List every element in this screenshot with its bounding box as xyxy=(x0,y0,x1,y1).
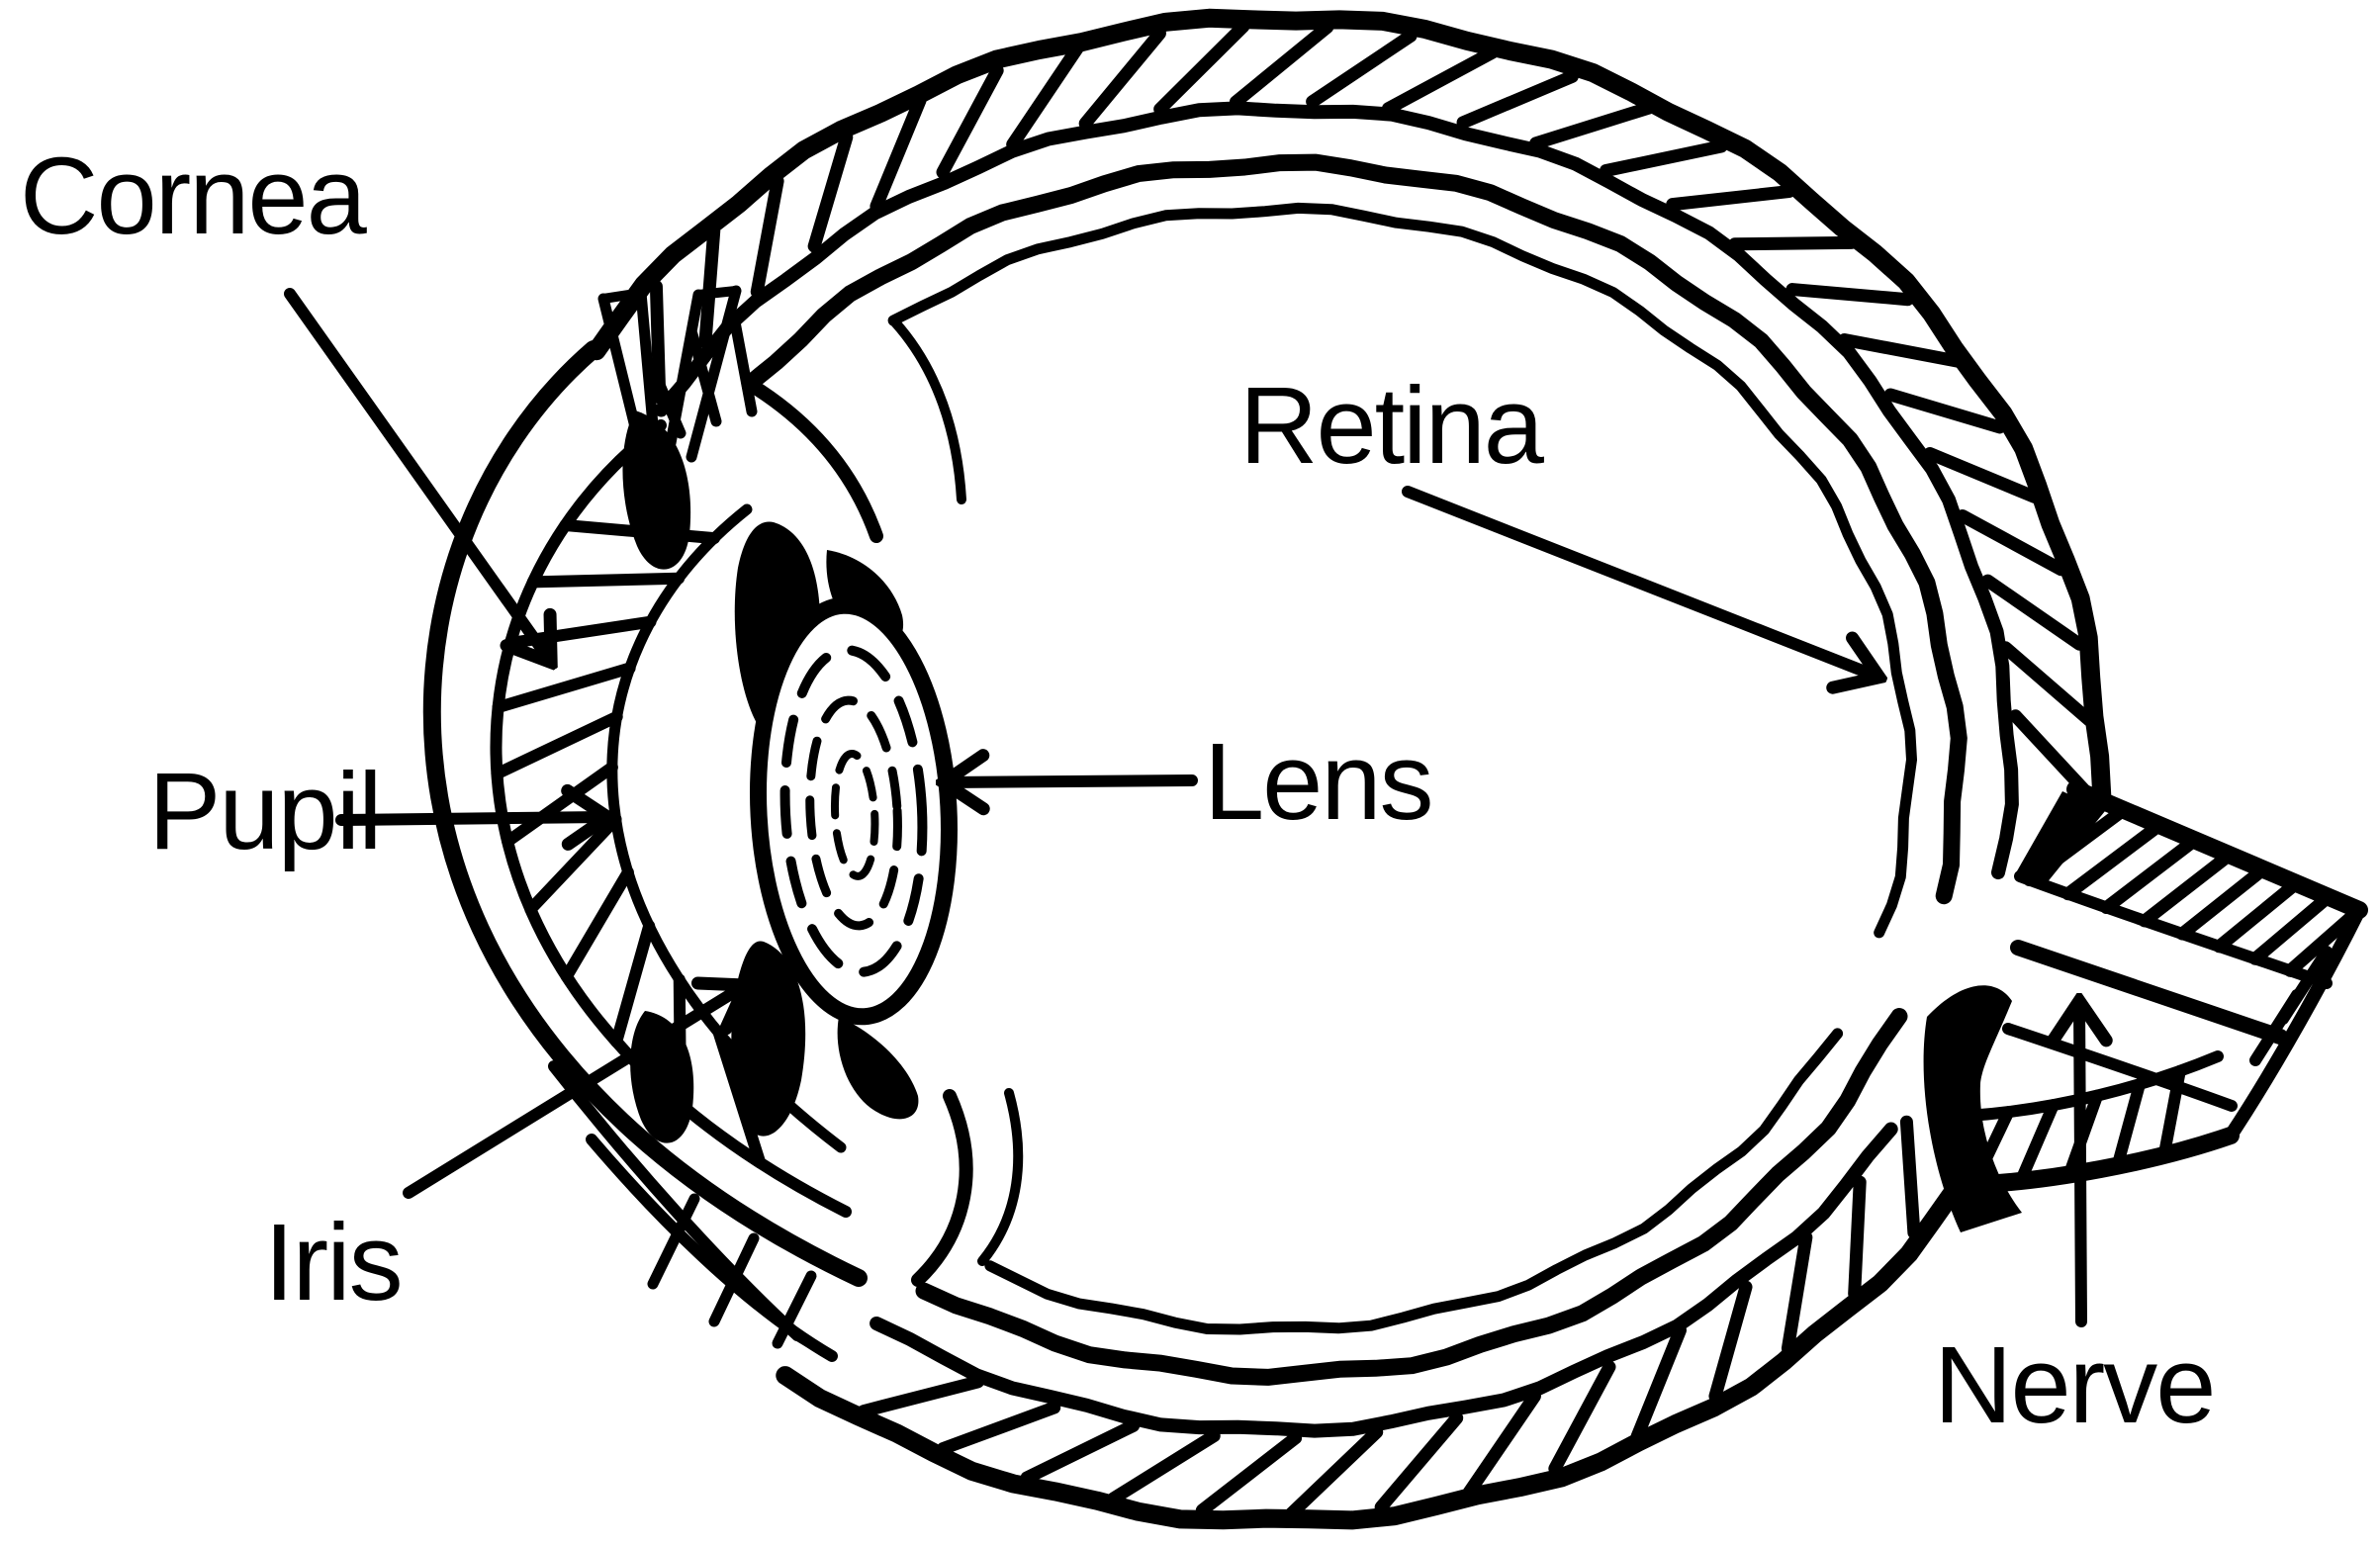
nerve-label: Nerve xyxy=(1934,1324,2214,1446)
cornea-arrow xyxy=(284,288,550,661)
annotation-iris: Iris xyxy=(264,986,744,1323)
pupil-label: Pupil xyxy=(148,751,381,872)
pupil-arrow xyxy=(335,817,605,820)
lens-arrow xyxy=(946,780,1198,782)
annotation-cornea: Cornea xyxy=(20,136,550,661)
iris-label: Iris xyxy=(264,1202,402,1323)
annotation-nerve: Nerve xyxy=(1934,1003,2216,1446)
retina-label: Retina xyxy=(1239,365,1545,487)
annotation-pupil: Pupil xyxy=(148,751,605,872)
lens-label: Lens xyxy=(1204,721,1432,843)
iris-arrow xyxy=(403,986,744,1199)
annotation-lens: Lens xyxy=(946,721,1434,843)
annotation-retina: Retina xyxy=(1239,365,1877,677)
nerve-arrow xyxy=(2079,1003,2081,1327)
cornea-label: Cornea xyxy=(20,136,368,257)
eye-anatomy-drawing xyxy=(422,8,2368,1530)
retina-arrow xyxy=(1402,486,1877,677)
annotations: Cornea Retina Pupil Lens Iris Nerve xyxy=(20,136,2216,1446)
lens-shape xyxy=(750,596,958,1026)
